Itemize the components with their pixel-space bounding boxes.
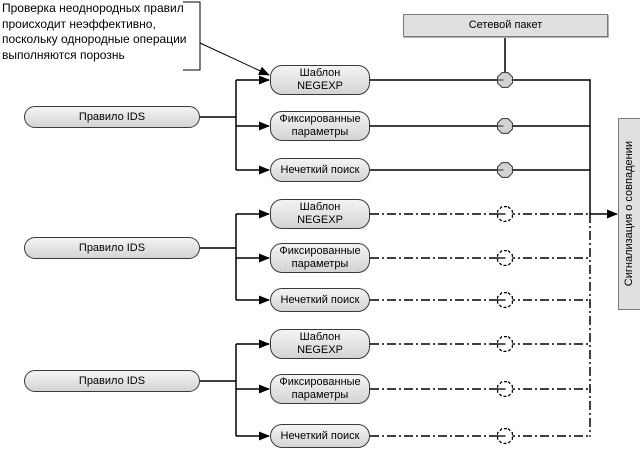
rule-2-fanout	[200, 209, 270, 305]
comparator-node	[496, 335, 514, 353]
comparator-node	[496, 291, 514, 309]
check-label-line: Шаблон	[299, 331, 341, 343]
check-label-line: Нечеткий поиск	[280, 293, 360, 306]
check-label-line: параметры	[291, 126, 349, 138]
comparator-node	[496, 205, 514, 223]
rule-1-fanout	[200, 75, 270, 175]
ids-rule-box: Правило IDS	[24, 106, 200, 128]
check-label-line: Фиксированные	[279, 376, 361, 388]
check-fuzzy-search-box: Нечеткий поиск	[270, 158, 370, 182]
check-label-line: Нечеткий поиск	[280, 429, 360, 442]
match-signal-label: Сигнализация о совпадении	[623, 141, 635, 287]
check-label-line: Фиксированные	[279, 113, 361, 125]
rule-2-outputs	[370, 213, 590, 301]
annotation-bracket	[183, 1, 270, 76]
check-label-line: Шаблон	[299, 67, 341, 79]
check-label-line: параметры	[291, 389, 349, 401]
rule-1-outputs	[370, 79, 590, 171]
comparator-node	[496, 249, 514, 267]
check-label-line: Шаблон	[299, 201, 341, 213]
network-packet-box: Сетевой пакет	[403, 14, 608, 37]
network-packet-label: Сетевой пакет	[468, 19, 543, 31]
annotation-line: выполняются порознь	[2, 47, 125, 62]
check-label-line: параметры	[291, 258, 349, 270]
annotation-note: Проверка неоднородных правил происходит …	[2, 1, 186, 63]
annotation-line: Проверка неоднородных правил	[2, 1, 184, 15]
check-pattern-box: Шаблон NEGEXP	[270, 329, 370, 359]
check-fuzzy-search-box: Нечеткий поиск	[270, 424, 370, 448]
check-label-line: NEGEXP	[297, 344, 343, 356]
check-label-line: NEGEXP	[297, 80, 343, 92]
check-fixed-params-box: Фиксированные параметры	[270, 243, 370, 273]
match-signal-box: Сигнализация о совпадении	[618, 118, 640, 310]
check-pattern-box: Шаблон NEGEXP	[270, 65, 370, 95]
ids-rule-box: Правило IDS	[24, 237, 200, 259]
check-fuzzy-search-box: Нечеткий поиск	[270, 288, 370, 312]
check-fixed-params-box: Фиксированные параметры	[270, 374, 370, 404]
ids-rule-label: Правило IDS	[78, 110, 146, 123]
annotation-line: поскольку однородные операции	[2, 32, 187, 46]
check-label-line: Нечеткий поиск	[280, 163, 360, 176]
ids-rule-box: Правило IDS	[24, 370, 200, 392]
rule-3-outputs	[370, 343, 590, 437]
check-pattern-box: Шаблон NEGEXP	[270, 199, 370, 229]
annotation-pointer-arrow	[199, 42, 270, 76]
check-fixed-params-box: Фиксированные параметры	[270, 111, 370, 141]
ids-rule-label: Правило IDS	[78, 241, 146, 254]
comparator-node	[496, 380, 514, 398]
check-label-line: NEGEXP	[297, 214, 343, 226]
ids-rule-label: Правило IDS	[78, 374, 146, 387]
annotation-line: происходит неэффективно,	[2, 16, 156, 31]
check-label-line: Фиксированные	[279, 245, 361, 257]
comparator-node	[497, 118, 513, 134]
comparator-node	[497, 162, 513, 178]
comparator-node	[496, 427, 514, 445]
comparator-node	[497, 72, 513, 88]
rule-3-fanout	[200, 339, 270, 441]
